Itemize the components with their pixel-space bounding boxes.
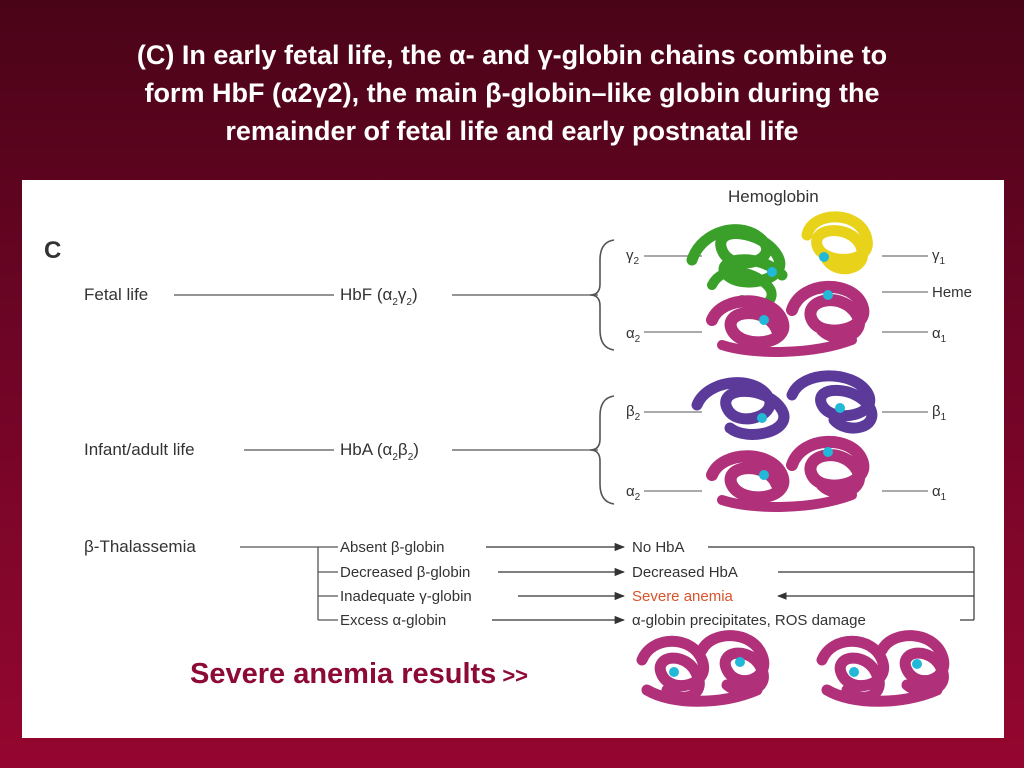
hemoglobin-label: Hemoglobin (728, 187, 819, 206)
adult-life-label: Infant/adult life (84, 440, 195, 459)
cause-0: Absent β-globin (340, 539, 445, 556)
title-line-2: form HbF (α2γ2), the main β-globin–like … (144, 78, 880, 108)
fetal-right-top: γ1 (932, 247, 946, 267)
precipitate-molecule-1 (636, 630, 770, 707)
slide-title: (C) In early fetal life, the α- and γ-gl… (20, 36, 1004, 150)
fetal-left-bottom: α2 (626, 325, 641, 345)
panel-letter: C (44, 237, 61, 264)
heme-label: Heme (932, 284, 972, 301)
adult-left-top: β2 (626, 403, 641, 423)
precipitate-molecule-2 (816, 630, 950, 707)
hbf-molecule-image (686, 211, 873, 357)
hemoglobin-diagram: C Hemoglobin Fetal life HbF (α2γ2) γ2 α2… (44, 187, 975, 707)
effect-severe-anemia: Severe anemia (632, 588, 734, 605)
cause-3: Excess α-globin (340, 612, 446, 629)
cause-1: Decreased β-globin (340, 564, 470, 581)
next-arrows[interactable]: >> (502, 663, 529, 688)
title-line-3: remainder of fetal life and early postna… (225, 116, 799, 146)
adult-left-bottom: α2 (626, 483, 641, 503)
severe-anemia-text: Severe anemia results (190, 658, 497, 690)
hba-label: HbA (α2β2) (340, 440, 419, 463)
hbf-label: HbF (α2γ2) (340, 285, 418, 308)
fetal-right-bottom: α1 (932, 325, 947, 345)
title-line-1: (C) In early fetal life, the α- and γ-gl… (136, 40, 888, 70)
fetal-life-label: Fetal life (84, 285, 148, 304)
hba-molecule-image (691, 370, 878, 512)
severe-anemia-note: Severe anemia results>> (190, 658, 528, 691)
adult-brace (589, 395, 615, 505)
thalassemia-label: β-Thalassemia (84, 537, 196, 556)
fetal-brace (589, 239, 615, 351)
figure-panel: C Hemoglobin Fetal life HbF (α2γ2) γ2 α2… (22, 180, 1004, 738)
effect-3: α-globin precipitates, ROS damage (632, 612, 866, 629)
effect-1: Decreased HbA (632, 564, 738, 581)
adult-right-top: β1 (932, 403, 947, 423)
fetal-left-top: γ2 (626, 247, 640, 267)
adult-right-bottom: α1 (932, 483, 947, 503)
cause-2: Inadequate γ-globin (340, 588, 472, 605)
effect-0: No HbA (632, 539, 685, 556)
